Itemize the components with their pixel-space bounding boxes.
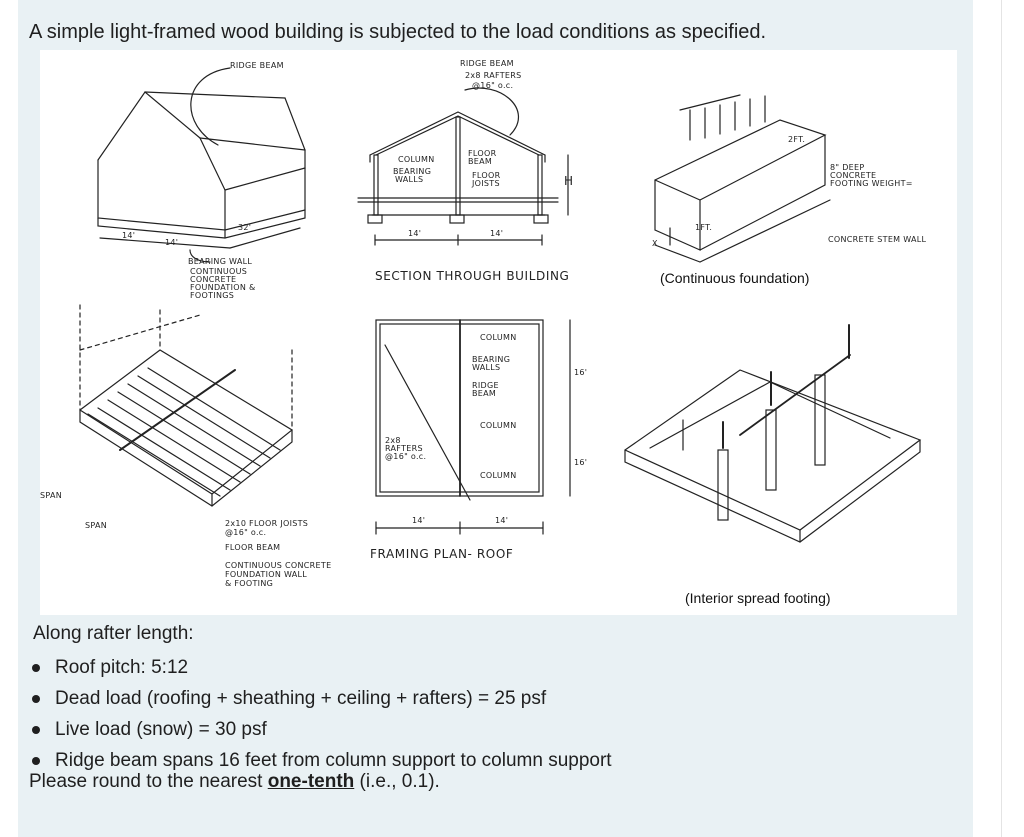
two-ft-label: 2FT. xyxy=(788,135,805,144)
joists-label: 2x10 FLOOR JOISTS xyxy=(225,519,308,528)
svg-text:RIDGE: RIDGE xyxy=(472,381,499,390)
scrollbar-divider xyxy=(1001,0,1002,837)
svg-text:@16" o.c.: @16" o.c. xyxy=(225,528,266,537)
svg-text:FOOTING WEIGHT=: FOOTING WEIGHT= xyxy=(830,179,913,188)
plan-column-1: COLUMN xyxy=(480,333,516,342)
bearing-wall-label: BEARING WALL xyxy=(188,257,252,266)
svg-text:FOUNDATION &: FOUNDATION & xyxy=(190,283,256,292)
svg-text:CONTINUOUS: CONTINUOUS xyxy=(190,267,247,276)
cont-wall-label: CONTINUOUS CONCRETE xyxy=(225,561,331,570)
list-item: Dead load (roofing + sheathing + ceiling… xyxy=(30,683,612,714)
dim-14a: 14' xyxy=(122,231,135,240)
svg-text:WALLS: WALLS xyxy=(472,363,500,372)
load-conditions-list: Roof pitch: 5:12 Dead load (roofing + sh… xyxy=(30,652,612,776)
svg-text:BEAM: BEAM xyxy=(472,389,496,398)
section-floor-beam: FLOOR xyxy=(468,149,497,158)
bullet-icon xyxy=(32,664,40,672)
svg-text:RAFTERS: RAFTERS xyxy=(385,444,423,453)
svg-text:BEAM: BEAM xyxy=(468,157,492,166)
rounding-instruction: Please round to the nearest one-tenth (i… xyxy=(29,771,440,792)
list-item: Roof pitch: 5:12 xyxy=(30,652,612,683)
continuous-foundation-caption: (Continuous foundation) xyxy=(660,270,809,286)
plan-column-3: COLUMN xyxy=(480,471,516,480)
list-item: Ridge beam spans 16 feet from column sup… xyxy=(30,745,612,776)
building-diagram-svg: RIDGE BEAM 14' 14' 32' BEARING WALL CONT… xyxy=(40,59,927,606)
list-item: Live load (snow) = 30 psf xyxy=(30,714,612,745)
stem-wall-label: CONCRETE STEM WALL xyxy=(828,235,927,244)
x-label: X xyxy=(652,239,658,248)
bullet-icon xyxy=(32,757,40,765)
dim-32: 32' xyxy=(238,223,251,232)
span-b: SPAN xyxy=(85,521,107,530)
floor-framing-perspective: SPAN SPAN 2x10 FLOOR JOISTS @16" o.c. FL… xyxy=(40,304,331,588)
bullet-icon xyxy=(32,695,40,703)
house-perspective: RIDGE BEAM 14' 14' 32' BEARING WALL CONT… xyxy=(97,61,306,300)
one-tenth-emphasis: one-tenth xyxy=(267,771,355,792)
section-through-building: H RIDGE BEAM 2x8 RAFTERS @16" o.c. COLUM… xyxy=(357,59,574,283)
framing-plan-title: FRAMING PLAN- ROOF xyxy=(370,547,513,561)
svg-text:CONCRETE: CONCRETE xyxy=(190,275,236,284)
intro-text: A simple light-framed wood building is s… xyxy=(29,21,767,43)
ridge-beam-label: RIDGE BEAM xyxy=(230,61,284,70)
span-a: SPAN xyxy=(40,491,62,500)
svg-text:16': 16' xyxy=(574,368,587,377)
svg-text:14': 14' xyxy=(495,516,508,525)
floor-beam-label: FLOOR BEAM xyxy=(225,543,280,552)
plan-column-2: COLUMN xyxy=(480,421,516,430)
building-figure: RIDGE BEAM 14' 14' 32' BEARING WALL CONT… xyxy=(40,50,957,615)
section-rafters: 2x8 RAFTERS xyxy=(465,71,522,80)
svg-text:BEARING: BEARING xyxy=(472,355,510,364)
svg-text:FOUNDATION WALL: FOUNDATION WALL xyxy=(225,570,307,579)
bullet-icon xyxy=(32,726,40,734)
svg-text:BEARING: BEARING xyxy=(393,167,431,176)
svg-text:14': 14' xyxy=(490,229,503,238)
svg-text:JOISTS: JOISTS xyxy=(471,179,500,188)
svg-text:8" DEEP: 8" DEEP xyxy=(830,163,865,172)
svg-text:@16" o.c.: @16" o.c. xyxy=(385,452,426,461)
svg-text:14': 14' xyxy=(412,516,425,525)
interior-spread-caption: (Interior spread footing) xyxy=(685,590,831,606)
section-ridge-beam: RIDGE BEAM xyxy=(460,59,514,68)
height-h: H xyxy=(564,174,574,188)
interior-spread-footing: (Interior spread footing) xyxy=(624,324,922,606)
svg-text:WALLS: WALLS xyxy=(395,175,423,184)
framing-plan-roof: 16' 16' COLUMN BEARING WALLS RIDGE BEAM … xyxy=(370,319,587,561)
continuous-foundation-detail: 2FT. 1FT. X 8" DEEP CONCRETE FOOTING WEI… xyxy=(652,94,927,286)
svg-text:@16" o.c.: @16" o.c. xyxy=(472,81,513,90)
svg-text:& FOOTING: & FOOTING xyxy=(225,579,273,588)
svg-text:FOOTINGS: FOOTINGS xyxy=(190,291,234,300)
along-rafter-heading: Along rafter length: xyxy=(33,623,194,644)
svg-text:2x8: 2x8 xyxy=(385,436,401,445)
svg-text:14': 14' xyxy=(408,229,421,238)
svg-text:FLOOR: FLOOR xyxy=(472,171,501,180)
svg-text:CONCRETE: CONCRETE xyxy=(830,171,876,180)
one-ft-label: 1FT. xyxy=(695,223,712,232)
svg-text:16': 16' xyxy=(574,458,587,467)
dim-14b: 14' xyxy=(165,238,178,247)
section-column: COLUMN xyxy=(398,155,434,164)
section-title: SECTION THROUGH BUILDING xyxy=(375,269,569,283)
